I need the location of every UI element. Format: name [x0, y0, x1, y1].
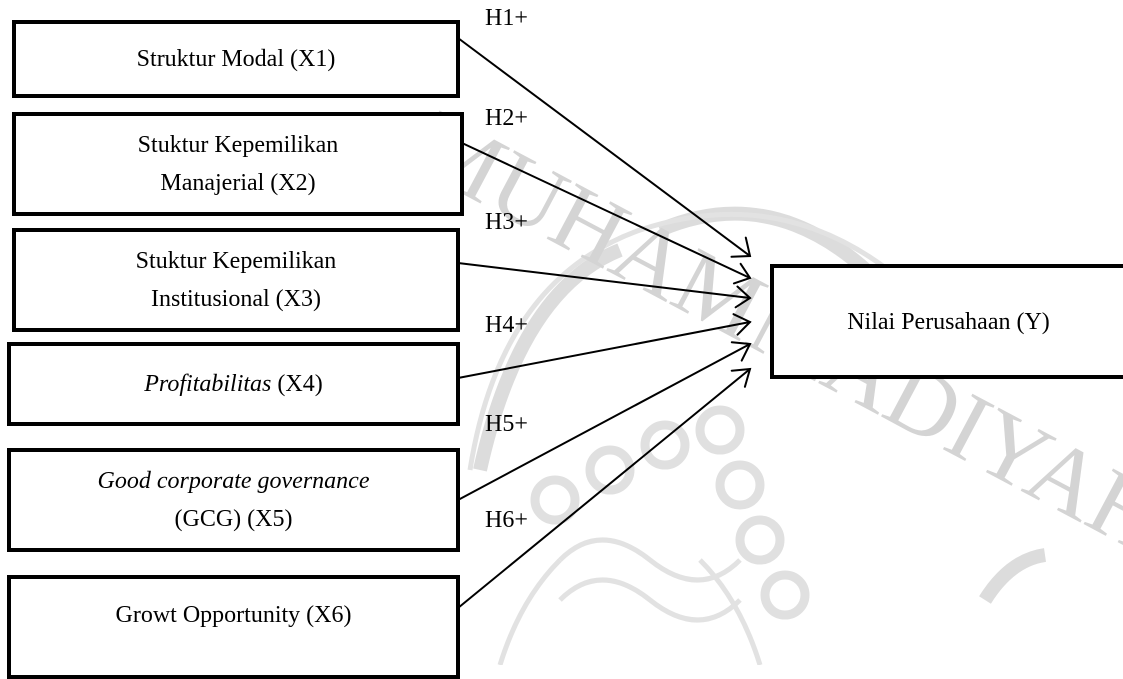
arrowhead-x4 — [732, 313, 752, 336]
variable-box-x6: Growt Opportunity (X6) — [7, 575, 460, 679]
variable-label-x4-italic: Profitabilitas — [144, 371, 272, 397]
arrow-x3-to-y — [457, 262, 751, 299]
dependent-variable-label: Nilai Perusahaan (Y) — [847, 308, 1050, 335]
arrows-layer — [457, 37, 752, 609]
arrowhead-x3 — [734, 285, 752, 309]
variable-label-x1: Struktur Modal (X1) — [136, 46, 336, 72]
arrow-x5-to-y — [457, 343, 751, 501]
hypothesis-label-h6: H6+ — [485, 507, 528, 533]
variable-box-x4: Profitabilitas (X4) — [7, 342, 460, 426]
variable-label-x3-line1: Stuktur Kepemilikan — [135, 248, 337, 274]
hypothesis-label-h5: H5+ — [485, 411, 528, 437]
hypothesis-label-h3: H3+ — [485, 209, 528, 235]
variable-box-x2: Stuktur Kepemilikan Manajerial (X2) — [12, 112, 464, 216]
hypothesis-label-h1: H1+ — [485, 5, 528, 31]
arrow-x6-to-y — [457, 368, 751, 609]
variable-box-x1: Struktur Modal (X1) — [12, 20, 460, 98]
variable-box-x5: Good corporate governance (GCG) (X5) — [7, 448, 460, 552]
hypothesis-label-h4: H4+ — [485, 312, 528, 338]
variable-label-x4: Profitabilitas (X4) — [144, 365, 322, 403]
variable-label-x4-suffix: (X4) — [271, 371, 323, 397]
arrowhead-x6 — [730, 367, 752, 388]
arrowhead-x1 — [730, 236, 752, 258]
hypothesis-label-h2: H2+ — [485, 105, 528, 131]
arrow-x4-to-y — [457, 321, 751, 379]
variable-label-x3-line2: Institusional (X3) — [151, 286, 321, 312]
variable-box-x3: Stuktur Kepemilikan Institusional (X3) — [12, 228, 460, 332]
arrow-x2-to-y — [461, 142, 751, 279]
dependent-variable-box-y: Nilai Perusahaan (Y) — [770, 264, 1123, 379]
variable-label-x5-line2: (GCG) (X5) — [174, 506, 293, 532]
variable-label-x2-line2: Manajerial (X2) — [160, 170, 316, 196]
arrowhead-x2 — [732, 262, 752, 285]
variable-label-x5-line1: Good corporate governance — [97, 468, 370, 494]
arrowhead-x5 — [730, 341, 752, 362]
variable-label-x6: Growt Opportunity (X6) — [115, 602, 352, 628]
variable-label-x2-line1: Stuktur Kepemilikan — [137, 132, 339, 158]
arrow-x1-to-y — [457, 37, 751, 257]
